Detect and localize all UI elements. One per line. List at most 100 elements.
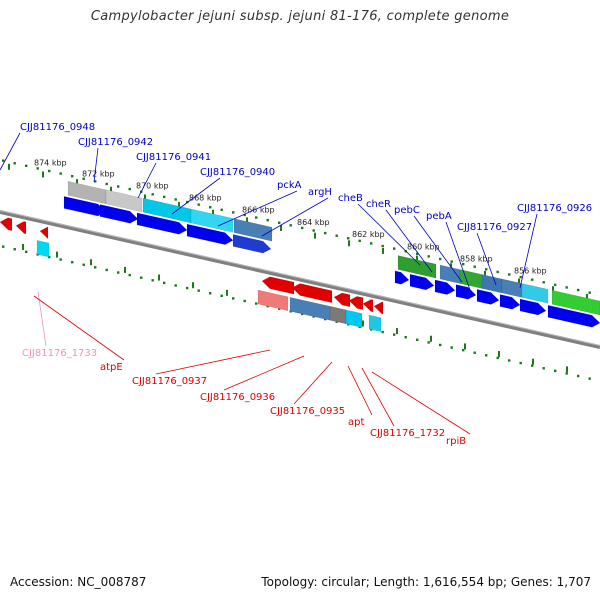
reverse-gene-arrow[interactable] (291, 283, 333, 304)
ruler-dot (370, 242, 373, 245)
ruler-dot (220, 294, 223, 298)
forward-gene-label[interactable]: pebC (394, 205, 420, 216)
forward-gene-cds[interactable] (481, 274, 503, 294)
forward-gene-arrow[interactable] (476, 289, 500, 305)
forward-gene-arrow[interactable] (434, 279, 456, 295)
forward-gene-arrow[interactable] (232, 234, 272, 254)
forward-gene-arrow[interactable] (394, 270, 410, 285)
forward-gene-cds[interactable] (397, 255, 437, 279)
reverse-gene-cds[interactable] (257, 289, 289, 312)
reverse-leader-line (155, 349, 271, 375)
ruler-dot (577, 374, 580, 378)
forward-leader-line (261, 197, 329, 237)
forward-gene-label[interactable]: CJJ81176_0942 (78, 137, 153, 148)
forward-gene-label[interactable]: CJJ81176_0941 (136, 152, 211, 163)
forward-gene-label[interactable]: pckA (277, 180, 302, 191)
forward-gene-label[interactable]: cheR (366, 199, 391, 210)
forward-gene-label[interactable]: cheB (338, 193, 363, 204)
ruler-tick (396, 328, 398, 335)
reverse-leader-line (223, 355, 305, 391)
ruler-tick (124, 266, 126, 273)
forward-gene-arrow[interactable] (186, 223, 234, 245)
reverse-gene-label[interactable]: rpiB (446, 436, 466, 447)
reverse-gene-label[interactable]: apt (348, 417, 364, 428)
forward-gene-label[interactable]: pebA (426, 211, 452, 222)
ruler-dot (151, 279, 154, 282)
reverse-gene-cds[interactable] (329, 305, 347, 325)
forward-gene-arrow[interactable] (499, 294, 521, 310)
forward-gene-cds[interactable] (521, 283, 549, 304)
ruler-dot (473, 265, 476, 268)
ruler-dot (508, 359, 511, 362)
ruler-dot (554, 369, 557, 373)
forward-gene-label[interactable]: CJJ81176_0926 (517, 203, 592, 214)
ruler-dot (301, 226, 304, 230)
reverse-gene-arrow[interactable] (373, 301, 384, 315)
ruler-dot (531, 278, 534, 281)
forward-gene-cds[interactable] (459, 269, 483, 289)
reverse-gene-label[interactable]: CJJ81176_1732 (370, 428, 445, 439)
ruler-dot (128, 187, 131, 191)
reverse-gene-arrow[interactable] (0, 217, 13, 232)
reverse-gene-cds[interactable] (345, 309, 363, 328)
forward-gene-cds[interactable] (439, 264, 461, 284)
forward-leader-line (519, 213, 538, 289)
backbone-line (0, 210, 600, 349)
ruler-tick (280, 225, 282, 231)
forward-gene-label[interactable]: CJJ81176_0948 (20, 122, 95, 133)
ruler-dot (71, 260, 74, 264)
reverse-gene-arrow[interactable] (362, 299, 374, 313)
reverse-gene-label[interactable]: atpE (100, 362, 123, 373)
ruler-dot (542, 281, 545, 284)
ruler-dot (427, 341, 430, 344)
backbone-highlight (0, 210, 600, 346)
reverse-gene-label[interactable]: CJJ81176_0935 (270, 406, 345, 417)
reverse-gene-label[interactable]: CJJ81176_1733 (22, 348, 97, 359)
reverse-gene-arrow[interactable] (39, 226, 49, 240)
forward-gene-arrow[interactable] (409, 273, 435, 291)
ruler-dot (508, 273, 511, 276)
reverse-gene-arrow[interactable] (261, 276, 295, 295)
reverse-gene-label[interactable]: CJJ81176_0937 (132, 376, 207, 387)
ruler-tick-label: 856 kbp (514, 267, 547, 276)
forward-leader-line (476, 232, 497, 286)
forward-gene-arrow[interactable] (455, 284, 477, 300)
forward-gene-arrow[interactable] (519, 298, 547, 316)
forward-gene-label[interactable]: CJJ81176_0927 (457, 222, 532, 233)
ruler-dot (243, 213, 246, 217)
reverse-gene-cds[interactable] (368, 314, 382, 333)
ruler-dot (462, 348, 465, 352)
reverse-gene-arrow[interactable] (15, 221, 27, 235)
reverse-gene-label[interactable]: CJJ81176_0936 (200, 392, 275, 403)
forward-leader-line (385, 209, 433, 273)
reverse-leader-line (347, 365, 373, 416)
forward-gene-arrow[interactable] (99, 204, 139, 224)
ruler-dot (427, 255, 430, 258)
ruler-dot (404, 336, 407, 339)
ruler-dot (94, 180, 97, 183)
forward-gene-cds[interactable] (551, 289, 600, 316)
forward-leader-line (445, 221, 471, 291)
ruler-tick (484, 270, 486, 277)
ruler-dot (105, 182, 108, 186)
forward-gene-arrow[interactable] (136, 212, 188, 235)
forward-gene-label[interactable]: CJJ81176_0940 (200, 167, 275, 178)
ruler-tick-label: 874 kbp (34, 159, 67, 168)
ruler-dot (588, 291, 591, 294)
reverse-gene-arrow[interactable] (348, 296, 364, 310)
ruler-tick (8, 163, 10, 170)
forward-gene-label[interactable]: argH (308, 187, 332, 198)
ruler-dot (94, 266, 97, 269)
forward-gene-arrow[interactable] (547, 304, 600, 328)
ruler-dot (82, 177, 85, 180)
ruler-dot (565, 372, 568, 375)
forward-gene-cds[interactable] (105, 189, 143, 213)
reverse-gene-cds[interactable] (36, 240, 50, 258)
reverse-gene-arrow[interactable] (333, 292, 351, 308)
ruler-tick (178, 202, 180, 209)
forward-gene-cds[interactable] (190, 208, 234, 233)
ruler-dot (416, 338, 419, 341)
ruler-dot (140, 276, 143, 279)
